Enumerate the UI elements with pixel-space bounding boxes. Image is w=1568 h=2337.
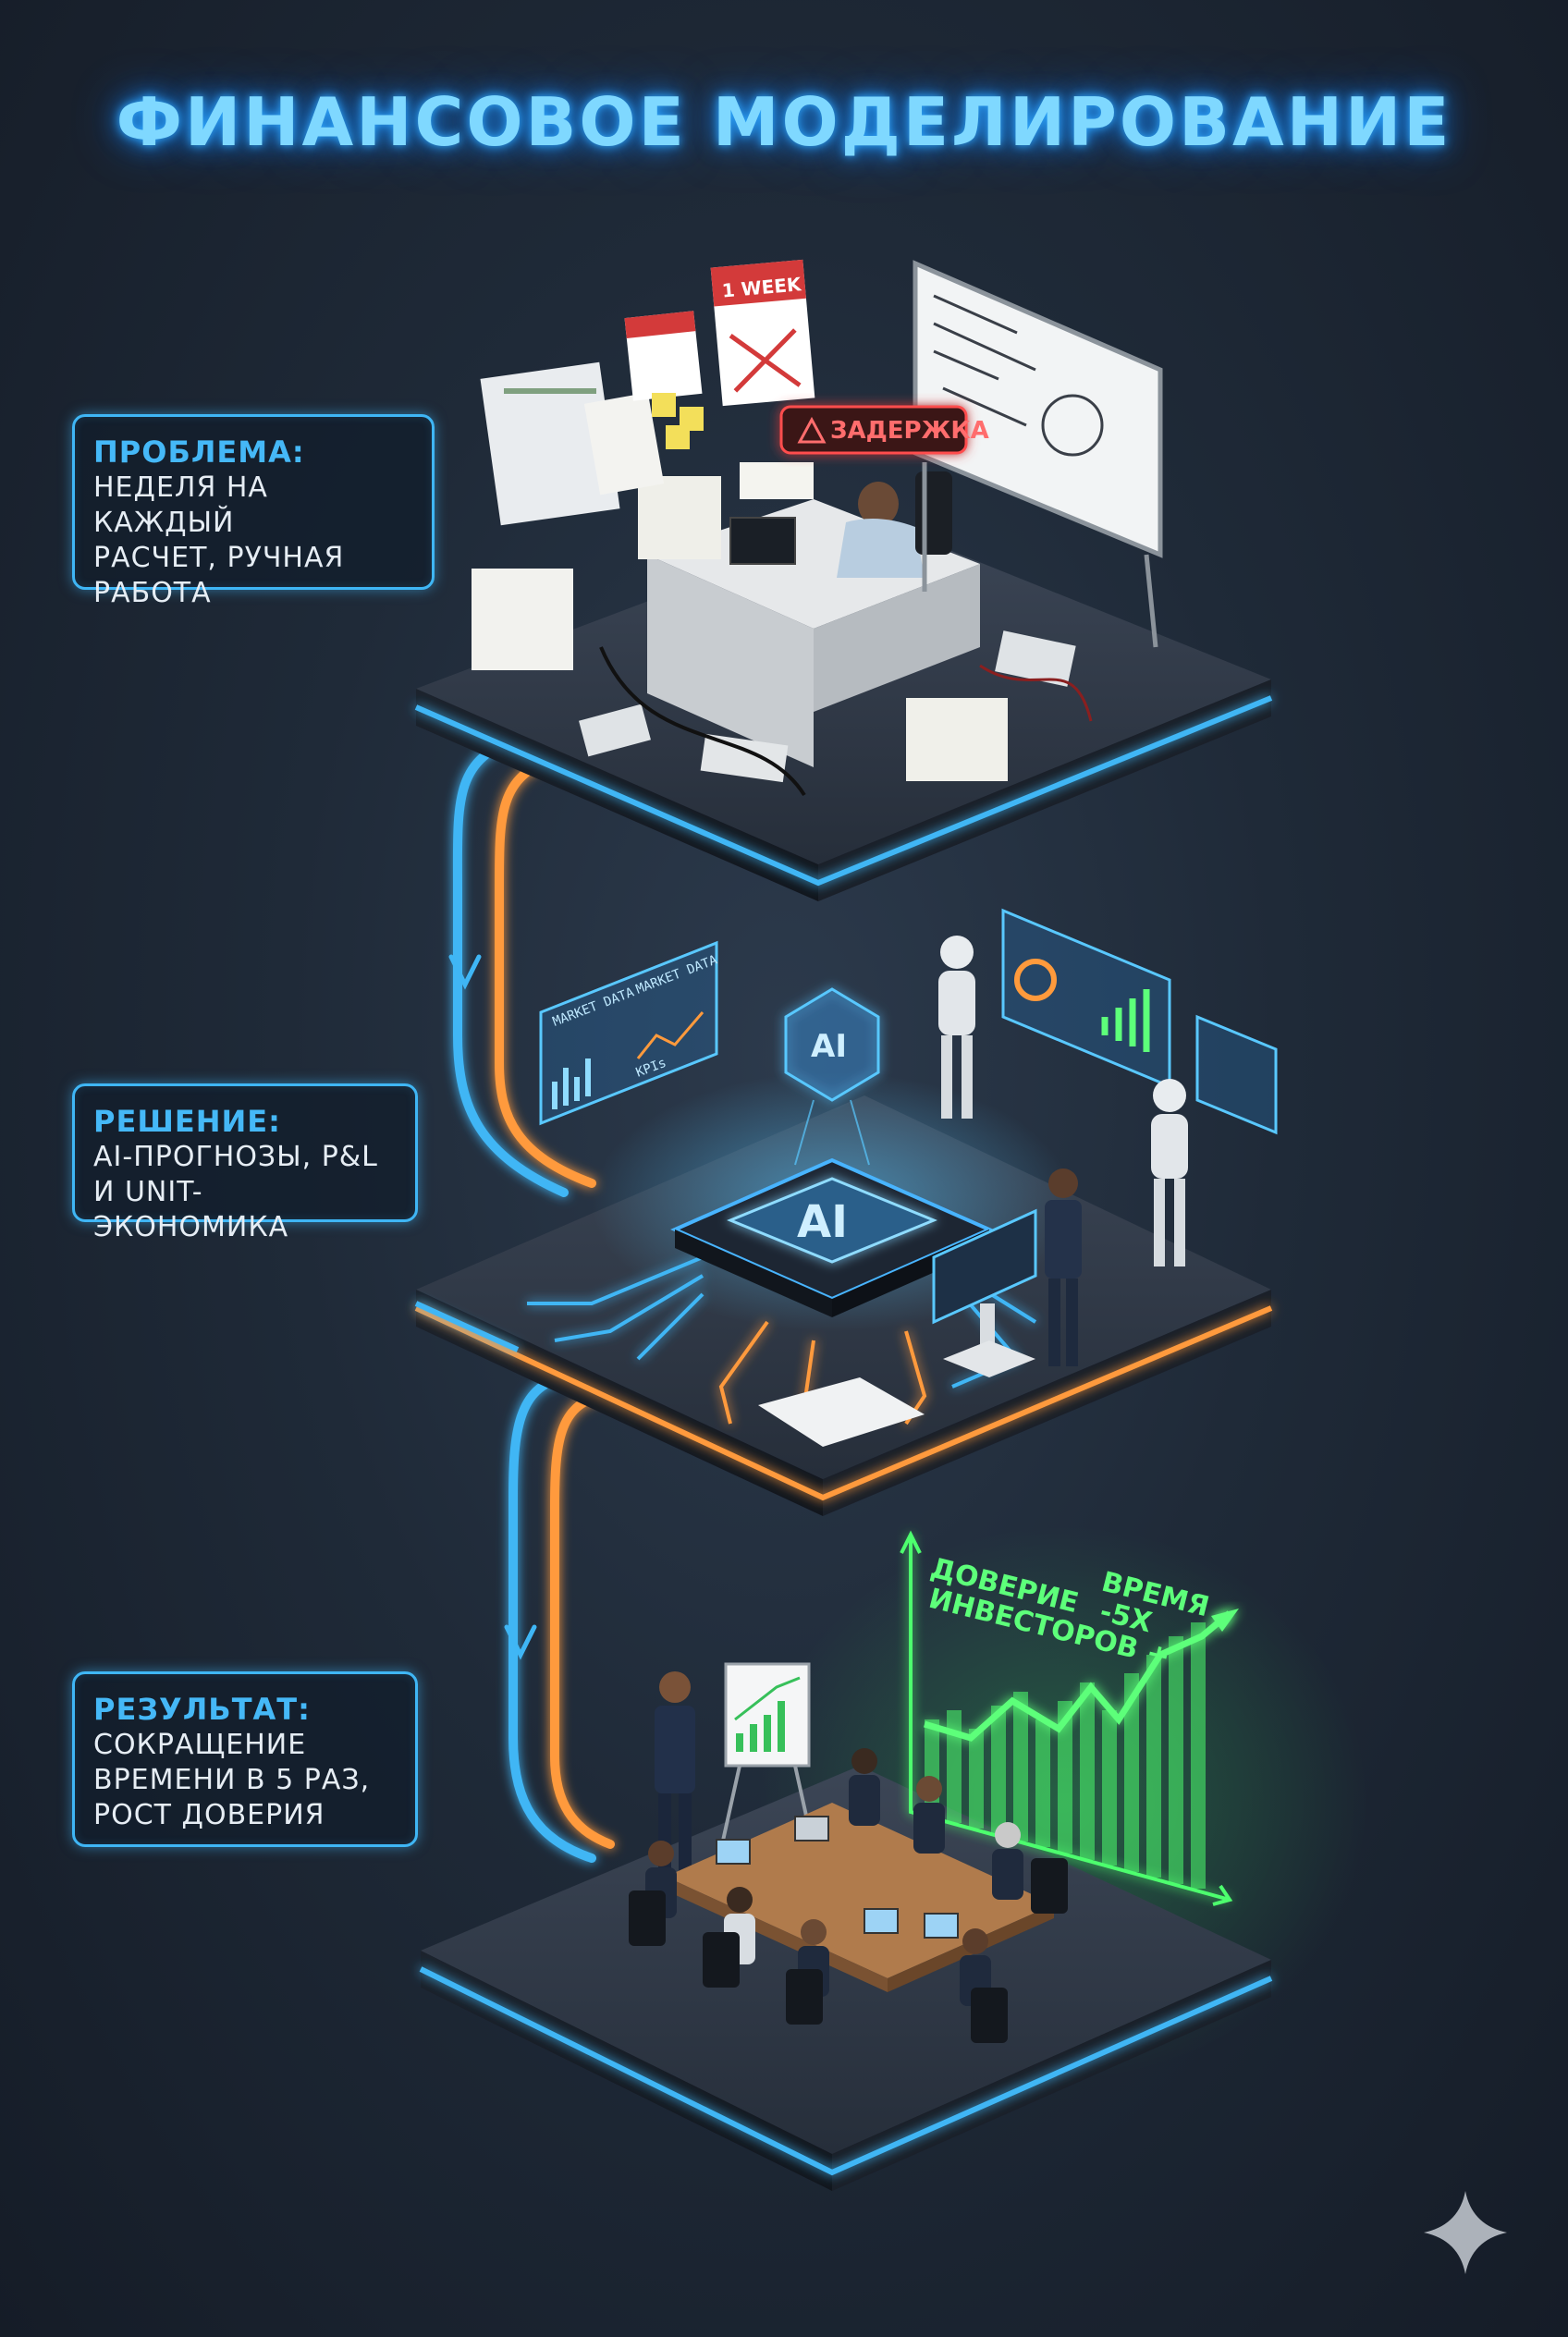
- robot-figure: [938, 936, 975, 1119]
- meeting-scene: [629, 1662, 1068, 2043]
- warning-icon: [797, 416, 827, 444]
- result-text: СОКРАЩЕНИЕ ВРЕМЕНИ В 5 РАЗ, РОСТ ДОВЕРИЯ: [93, 1729, 371, 1831]
- problem-text: НЕДЕЛЯ НА КАЖДЫЙ РАСЧЕТ, РУЧНАЯ РАБОТА: [93, 471, 345, 609]
- flow-connector-1: [448, 735, 596, 1197]
- analyst-figure: [1045, 1168, 1082, 1366]
- flow-connector-2: [504, 1373, 615, 1863]
- dashboard-kiosk: [932, 1208, 1037, 1377]
- ai-chip-scene: AI AI MARKET DATA MARKET DATA KPIs: [527, 908, 1278, 1447]
- robot-figure: [1151, 1079, 1188, 1266]
- result-callout: РЕЗУЛЬТАТ: СОКРАЩЕНИЕ ВРЕМЕНИ В 5 РАЗ, Р…: [72, 1671, 418, 1847]
- problem-callout: ПРОБЛЕМА: НЕДЕЛЯ НА КАЖДЫЙ РАСЧЕТ, РУЧНА…: [72, 414, 435, 609]
- metrics-panel: [1195, 1014, 1278, 1135]
- ai-hub-icon: AI: [784, 987, 880, 1166]
- delay-alert-badge: ЗАДЕРЖКА: [779, 405, 989, 455]
- market-data-panel: MARKET DATA MARKET DATA KPIs: [539, 940, 720, 1126]
- calendar-week-icon: 1 WEEK: [710, 259, 815, 407]
- page-title: ФИНАНСОВОЕ МОДЕЛИРОВАНИЕ: [116, 83, 1452, 161]
- hub-label: AI: [811, 1028, 847, 1065]
- chip-label: AI: [797, 1196, 848, 1248]
- whiteboard: [913, 260, 1163, 648]
- chairs: [629, 1858, 1068, 2043]
- solution-heading: РЕШЕНИЕ:: [93, 1104, 281, 1139]
- report-document: [758, 1377, 925, 1447]
- analytics-panel: [1001, 908, 1171, 1089]
- problem-heading: ПРОБЛЕМА:: [93, 434, 305, 470]
- calendar-icon: [624, 311, 703, 401]
- sparkle-icon: [1424, 2191, 1507, 2274]
- delay-badge-text: ЗАДЕРЖКА: [830, 417, 989, 445]
- solution-callout: РЕШЕНИЕ: AI-ПРОГНОЗЫ, P&L И UNIT-ЭКОНОМИ…: [72, 1083, 418, 1243]
- solution-text: AI-ПРОГНОЗЫ, P&L И UNIT-ЭКОНОМИКА: [93, 1141, 378, 1243]
- desk-scene: 1 WEEK ЗАДЕРЖКА: [472, 259, 1163, 797]
- flipchart: [719, 1662, 815, 1850]
- result-heading: РЕЗУЛЬТАТ:: [93, 1692, 311, 1727]
